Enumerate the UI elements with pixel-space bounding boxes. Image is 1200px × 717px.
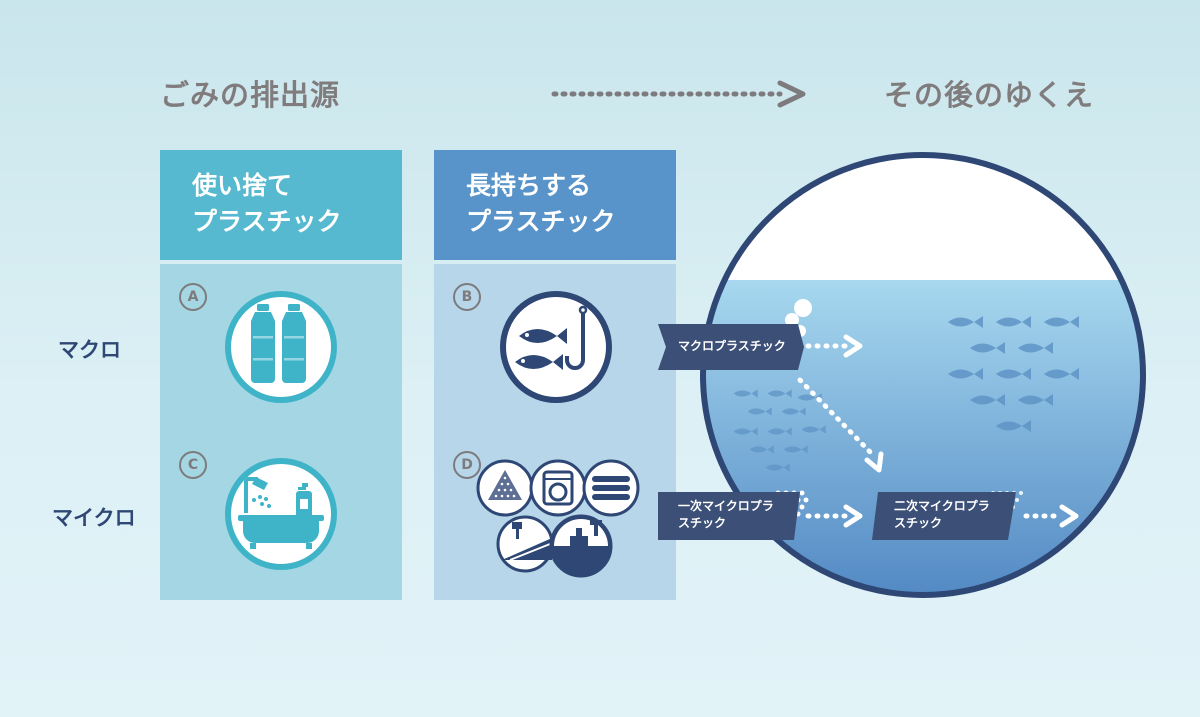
- header-arrow-icon: [551, 80, 806, 108]
- column-header-line2: プラスチック: [466, 207, 616, 236]
- destination-heading: その後のゆくえ: [884, 78, 1095, 112]
- marker-a: A: [179, 283, 207, 311]
- column-header-line1: 長持ちする: [466, 171, 592, 200]
- primary-micro-tag-shape: [658, 492, 800, 540]
- column-disposable-plastic: 使い捨て プラスチック A C: [160, 150, 402, 600]
- row-label-micro: マイクロ: [52, 506, 136, 530]
- primary-micro-line2: スチック: [678, 516, 727, 530]
- marker-c: C: [179, 451, 207, 479]
- tire-wear-icon: [476, 459, 534, 517]
- secondary-micro-line1: 二次マイクロプラ: [894, 499, 990, 513]
- secondary-micro-tag-shape: [872, 492, 1016, 540]
- column-header-line2: プラスチック: [192, 207, 342, 236]
- fish-and-hook-icon: [500, 291, 612, 403]
- plastic-bottles-icon: [225, 291, 337, 403]
- macro-plastic-tag-shape: [658, 324, 804, 370]
- marker-d: D: [453, 451, 481, 479]
- column-header-durable: 長持ちする プラスチック: [434, 150, 676, 260]
- bathtub-shower-soap-icon: [225, 458, 337, 570]
- column-header-line1: 使い捨て: [192, 171, 293, 200]
- washing-machine-icon: [529, 459, 587, 517]
- secondary-micro-line2: スチック: [894, 516, 943, 530]
- marker-b: B: [453, 283, 481, 311]
- secondary-micro-tag: 二次マイクロプラ スチック: [894, 498, 990, 532]
- macro-plastic-tag: マクロプラスチック: [678, 339, 786, 353]
- ship-paint-icon: [549, 514, 613, 578]
- column-header-disposable: 使い捨て プラスチック: [160, 150, 402, 260]
- primary-micro-tag: 一次マイクロプラ スチック: [678, 498, 774, 532]
- source-heading: ごみの排出源: [160, 78, 341, 112]
- row-label-macro: マクロ: [58, 338, 121, 362]
- column-durable-plastic: 長持ちする プラスチック B D: [434, 150, 676, 600]
- ocean-circle: [700, 152, 1146, 598]
- primary-micro-line1: 一次マイクロプラ: [678, 499, 774, 513]
- durable-sources-cluster: [476, 459, 640, 578]
- road-paint-icon: [496, 515, 554, 573]
- pellets-icon: [582, 459, 640, 517]
